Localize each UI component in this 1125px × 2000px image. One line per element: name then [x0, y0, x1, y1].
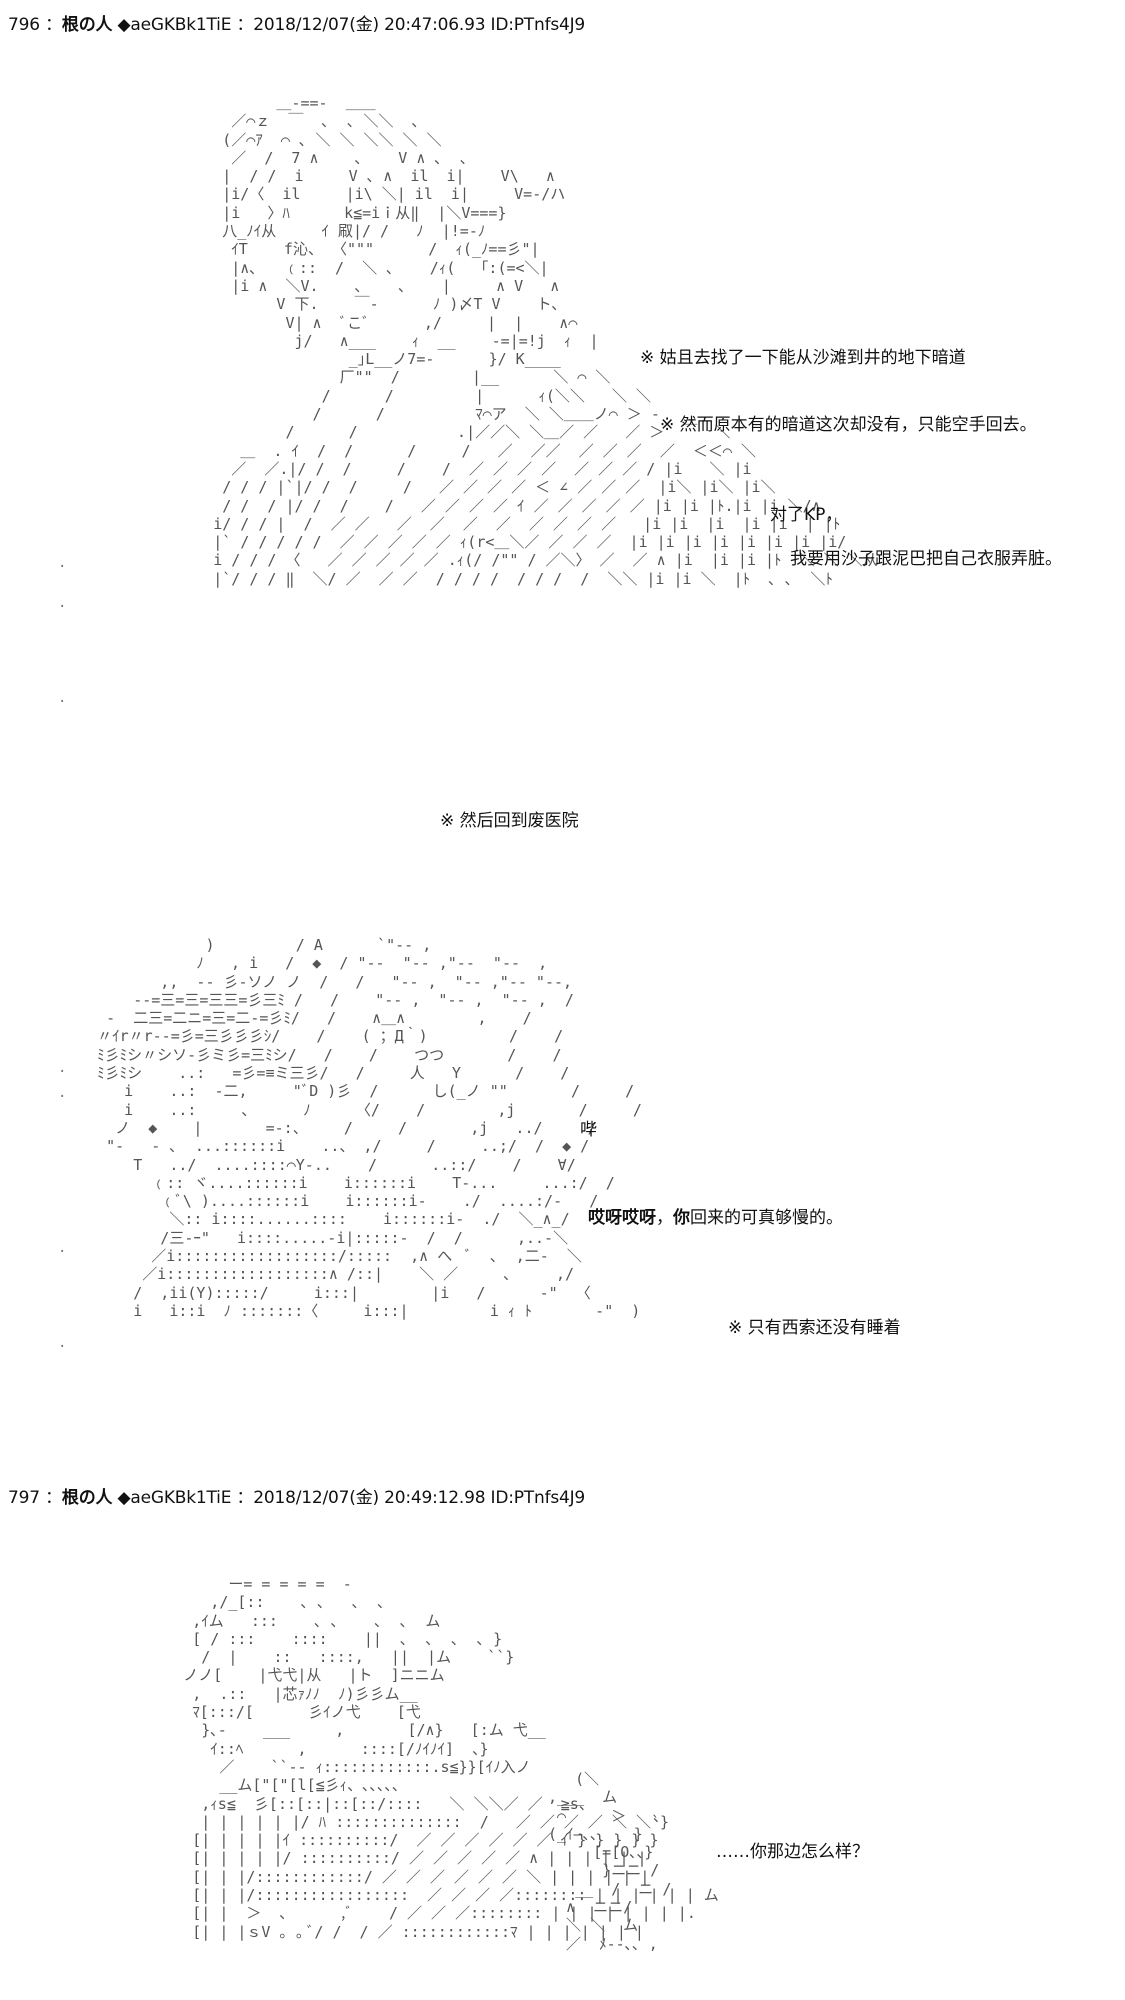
margin-dot: . — [58, 690, 67, 706]
narration-line: ※ 然而原本有的暗道这次却没有，只能空手回去。 — [660, 415, 1037, 435]
ascii-art-phone-scene: ) / A `"-- , ﾉ , i / ◆ / "-- "-- ,"-- "-… — [97, 936, 642, 1320]
emphasis-text: 哎呀哎呀 — [588, 1208, 656, 1228]
margin-dot: . — [58, 1060, 67, 1076]
post-number: 796 — [8, 15, 40, 35]
margin-dot: . — [58, 1085, 67, 1101]
post-meta: 2018/12/07(金) 20:47:06.93 ID:PTnfs4J9 — [253, 15, 586, 35]
post-header: 797 ：根の人 ◆aeGKBk1TiE ：2018/12/07(金) 20:4… — [8, 1488, 586, 1508]
ascii-art-small-character: (＼ ,___ ム ⌒ ＞ ､ (_ｲ—､､ } [=[O､､} }ニニ / _… — [548, 1770, 672, 1953]
ascii-art-character: ー= = = = = - ,/_[:: ､ ､ ､ ､ ,ｲム ::: ､ ､ … — [183, 1575, 719, 1941]
post-number: 797 — [8, 1488, 40, 1508]
ascii-art-character: ＿-==- ＿＿ ／⌒ｚ ￣ ､ ､ ＼＼ ､ (／⌒ｱ ⌒ ､ ＼ ＼ ＼＼ … — [213, 94, 878, 588]
poster-name: 根の人 — [61, 15, 113, 35]
margin-dot: . — [58, 1240, 67, 1256]
narration-line: ※ 然后回到废医院 — [440, 811, 579, 831]
narration-line: ※ 只有西索还没有睡着 — [728, 1318, 901, 1338]
margin-dot: . — [58, 555, 67, 571]
dialogue-line: ……你那边怎么样？ — [716, 1842, 869, 1862]
tripcode: ◆aeGKBk1TiE — [117, 1488, 232, 1508]
sound-effect: 哔 — [580, 1120, 597, 1140]
margin-dot: . — [58, 1335, 67, 1351]
poster-name: 根の人 — [61, 1488, 113, 1508]
post-header: 796 ：根の人 ◆aeGKBk1TiE ：2018/12/07(金) 20:4… — [8, 15, 586, 35]
post-meta: 2018/12/07(金) 20:49:12.98 ID:PTnfs4J9 — [253, 1488, 586, 1508]
dialogue-line: 哎呀哎呀，你回来的可真够慢的。 — [588, 1208, 843, 1228]
dialogue-line: 对了KP， — [770, 505, 843, 525]
tripcode: ◆aeGKBk1TiE — [117, 15, 232, 35]
margin-dot: . — [58, 595, 67, 611]
emphasis-text: 你 — [673, 1208, 690, 1228]
dialogue-line: 我要用沙子跟泥巴把自己衣服弄脏。 — [790, 549, 1062, 569]
narration-line: ※ 姑且去找了一下能从沙滩到井的地下暗道 — [640, 348, 966, 368]
